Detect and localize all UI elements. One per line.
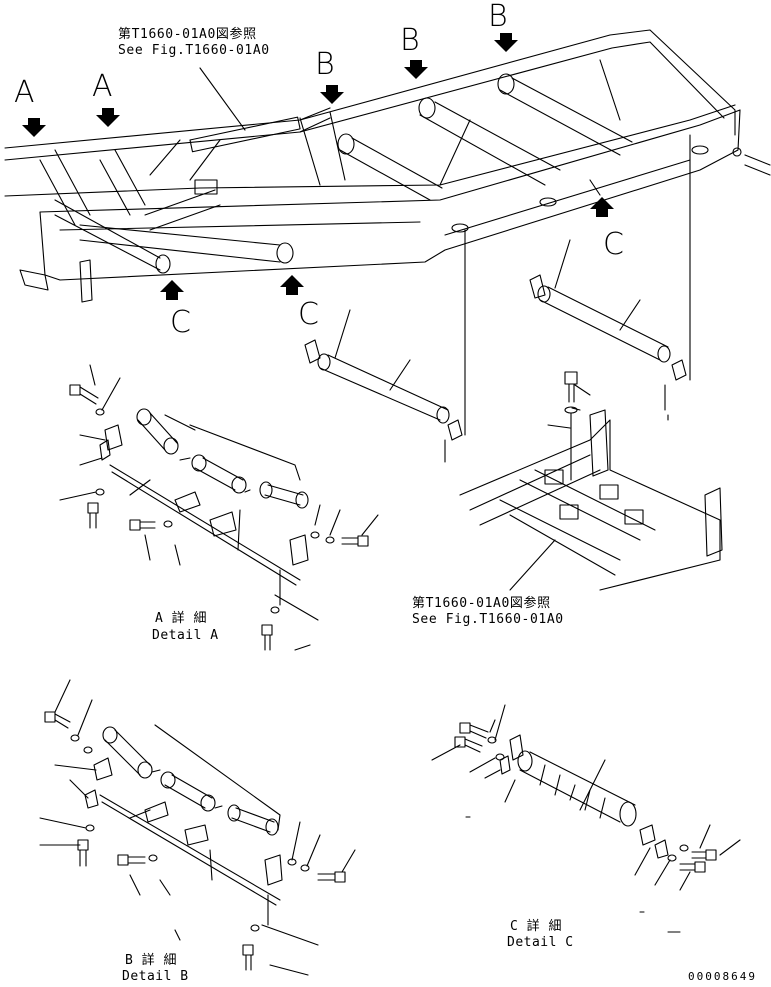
reference-top-en: See Fig.T1660-01A0 — [118, 43, 270, 58]
upper-rollers — [337, 73, 633, 201]
reference-top-jp: 第T1660-01A0図参照 — [118, 27, 257, 42]
detail-c-title-jp: C 詳 細 — [510, 919, 562, 934]
drawing-number: 00008649 — [688, 970, 757, 983]
guard-assembly-drawing — [459, 371, 723, 591]
detail-a-drawing — [59, 364, 379, 651]
reference-mid-jp: 第T1660-01A0図参照 — [412, 596, 551, 611]
reference-mid-en: See Fig.T1660-01A0 — [412, 612, 564, 627]
view-letter-b: B — [488, 0, 508, 34]
view-arrows — [22, 33, 614, 300]
view-letter-b: B — [315, 47, 335, 82]
detail-c-title-en: Detail C — [507, 935, 574, 950]
reference-mid: 第T1660-01A0図参照 See Fig.T1660-01A0 — [412, 596, 564, 628]
c-roller-parts — [304, 239, 687, 463]
view-letter-a: A — [14, 75, 35, 110]
view-letter-c: C — [170, 305, 191, 340]
view-letter-c: C — [603, 227, 624, 262]
lower-rollers — [39, 116, 301, 274]
detail-b-title-jp: B 詳 細 — [125, 953, 177, 968]
view-letter-c: C — [298, 297, 319, 332]
reference-top: 第T1660-01A0図参照 See Fig.T1660-01A0 — [118, 27, 270, 59]
detail-b-drawing — [39, 679, 356, 976]
view-letter-a: A — [92, 69, 113, 104]
ref-leader-top — [199, 67, 246, 131]
detail-b-title-en: Detail B — [122, 969, 189, 984]
track-frame-drawing — [4, 29, 771, 436]
detail-a-title-en: Detail A — [152, 628, 219, 643]
detail-c-drawing — [431, 704, 741, 933]
detail-a-title-jp: A 詳 細 — [155, 611, 207, 626]
view-letter-b: B — [400, 23, 420, 58]
